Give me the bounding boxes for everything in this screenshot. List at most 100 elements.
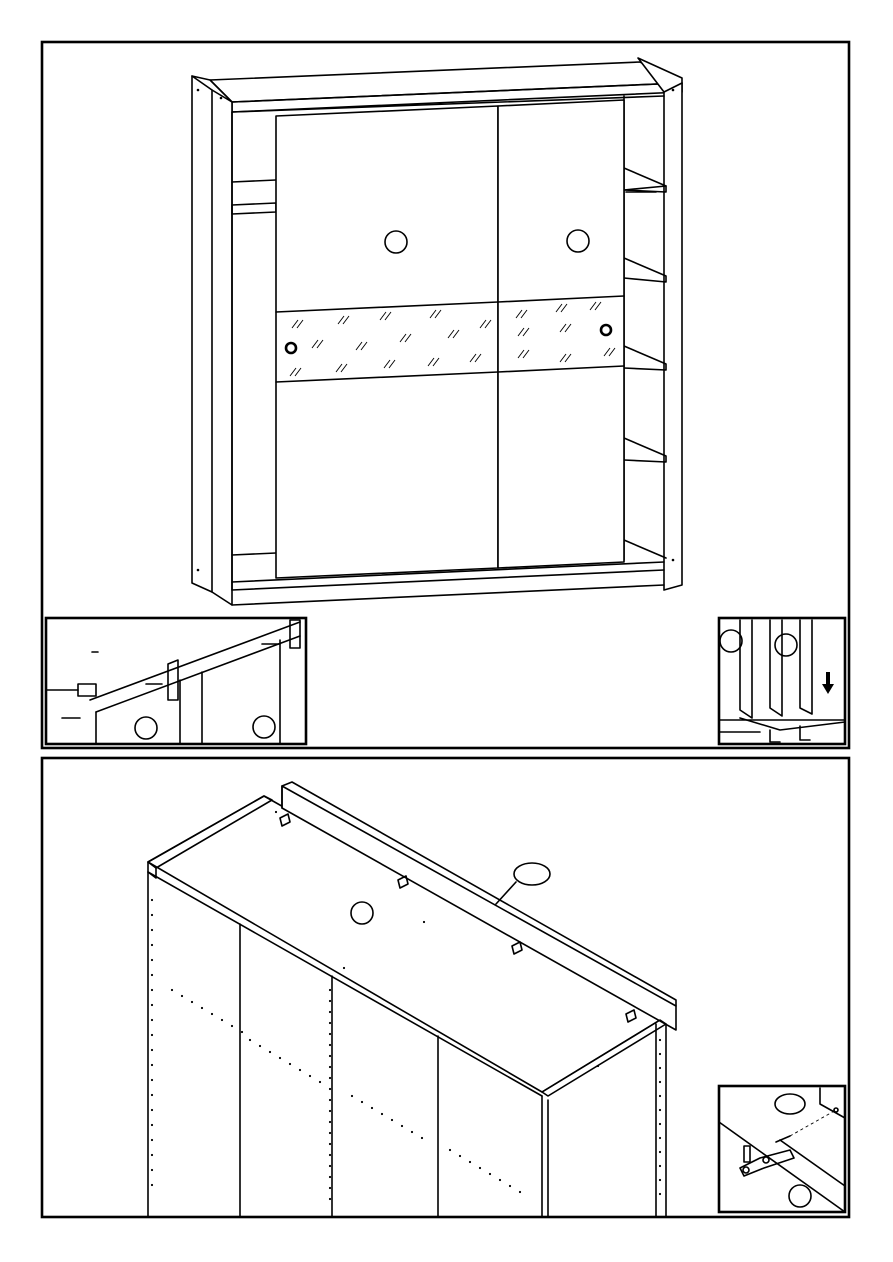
hole-dot — [298, 1068, 302, 1072]
hole-dot — [342, 966, 346, 970]
glare-mark — [517, 327, 525, 337]
glare-mark — [474, 353, 482, 363]
hole-dot — [328, 1054, 332, 1058]
hole-dot — [308, 1074, 312, 1078]
hole-dot — [220, 1018, 224, 1022]
glare-mark — [559, 323, 567, 333]
glare-mark — [452, 329, 460, 339]
handle-left-icon — [284, 341, 298, 355]
hole-dot — [658, 1136, 662, 1140]
hole-dot — [150, 1048, 154, 1052]
hole-dot — [150, 1168, 154, 1172]
hole-dot — [200, 1006, 204, 1010]
sliding-door-right — [497, 99, 625, 569]
hole-dot — [328, 1186, 332, 1190]
glare-mark — [484, 319, 492, 329]
hole-dot — [370, 1106, 374, 1110]
hole-dot — [498, 1178, 502, 1182]
hole-dot — [150, 1003, 154, 1007]
glare-mark — [520, 309, 528, 319]
foot-detail-inset — [717, 616, 847, 746]
hole-dot — [258, 1044, 262, 1048]
hole-dot — [658, 1164, 662, 1168]
hole-dot — [658, 1094, 662, 1098]
glare-mark — [311, 339, 319, 349]
hole-dot — [190, 1000, 194, 1004]
hole-dot — [328, 1098, 332, 1102]
glare-mark — [479, 319, 487, 329]
hole-dot — [150, 928, 154, 932]
arrow-down-icon — [822, 672, 834, 694]
hole-dot — [210, 1012, 214, 1016]
glare-mark — [399, 333, 407, 343]
glare-mark — [469, 353, 477, 363]
glare-mark — [429, 309, 437, 319]
glare-mark — [379, 311, 387, 321]
hole-dot — [150, 898, 154, 902]
hole-dot — [390, 1118, 394, 1122]
hole-dot — [400, 1124, 404, 1128]
glare-mark — [434, 309, 442, 319]
glare-mark — [316, 339, 324, 349]
hole-dot — [328, 988, 332, 992]
mirror-glare-marks — [289, 301, 616, 377]
glare-mark — [522, 327, 530, 337]
glare-mark — [515, 309, 523, 319]
hole-dot — [478, 1166, 482, 1170]
glare-mark — [594, 301, 602, 311]
hole-dot — [150, 1108, 154, 1112]
glare-mark — [517, 349, 525, 359]
hole-dot — [328, 1109, 332, 1113]
glare-mark — [404, 333, 412, 343]
hole-dot — [150, 958, 154, 962]
hole-dot — [508, 1184, 512, 1188]
hole-dot — [328, 1197, 332, 1201]
hole-dot — [420, 1136, 424, 1140]
glare-mark — [388, 359, 396, 369]
hole-dot — [248, 1038, 252, 1042]
glare-mark — [296, 319, 304, 329]
hole-dot — [658, 1122, 662, 1126]
glare-mark — [555, 303, 563, 313]
glare-mark — [340, 363, 348, 373]
hole-dot — [658, 1038, 662, 1042]
hole-dot — [518, 1190, 522, 1194]
hole-dot — [328, 1175, 332, 1179]
hole-dot — [318, 1080, 322, 1084]
glare-mark — [355, 341, 363, 351]
glare-mark — [560, 303, 568, 313]
hole-dot — [380, 1112, 384, 1116]
hole-dot — [488, 1172, 492, 1176]
hole-dot — [288, 1062, 292, 1066]
hole-dot — [274, 810, 278, 814]
glare-mark — [291, 319, 299, 329]
hole-dot — [658, 1108, 662, 1112]
hole-dot — [328, 1021, 332, 1025]
wardrobe-front-view — [191, 57, 683, 606]
glare-mark — [559, 353, 567, 363]
wardrobe-top-view — [147, 781, 677, 1217]
top-panel-frame — [40, 40, 851, 750]
hole-dot — [328, 1076, 332, 1080]
hole-dot — [268, 1050, 272, 1054]
hole-dot — [328, 1065, 332, 1069]
glare-mark — [383, 359, 391, 369]
glare-mark — [294, 367, 302, 377]
hole-dot — [658, 1066, 662, 1070]
glare-mark — [608, 347, 616, 357]
hole-dot — [328, 1087, 332, 1091]
hole-dot — [150, 988, 154, 992]
hole-dot — [410, 1130, 414, 1134]
glare-mark — [447, 329, 455, 339]
hole-dot — [150, 913, 154, 917]
glare-mark — [564, 323, 572, 333]
hole-dot — [596, 1064, 600, 1068]
hole-dot — [240, 1030, 244, 1034]
hole-dot — [150, 1153, 154, 1157]
glare-mark — [589, 301, 597, 311]
hole-dot — [328, 1164, 332, 1168]
hole-dot — [328, 1010, 332, 1014]
sliding-door-left — [275, 105, 499, 579]
glare-mark — [342, 315, 350, 325]
